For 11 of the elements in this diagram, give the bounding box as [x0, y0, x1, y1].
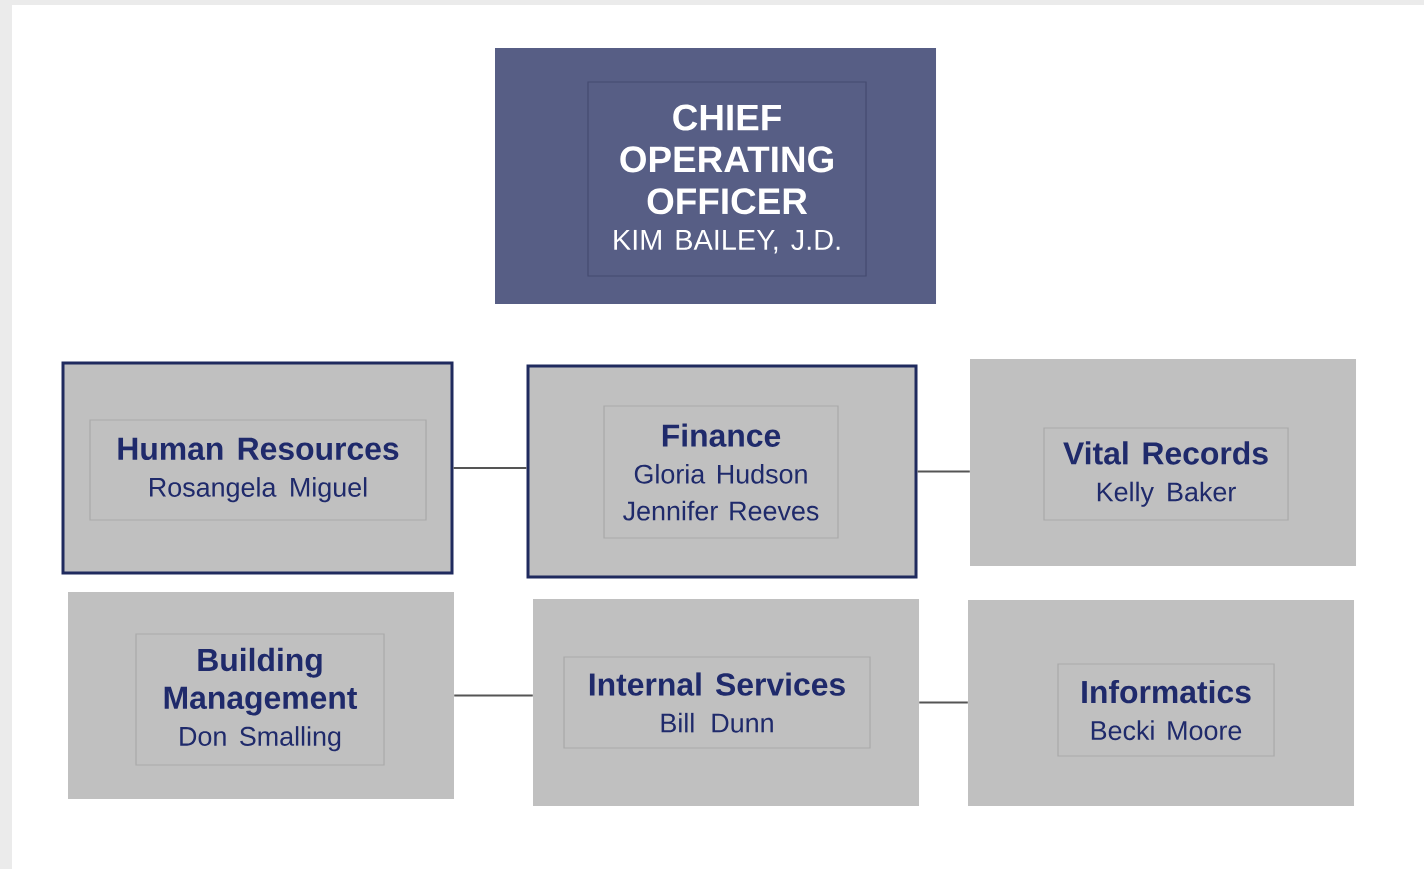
connector-line — [453, 694, 534, 697]
role-box: Informatics Becki Moore — [1057, 663, 1275, 757]
role-box: Building Management Don Smalling — [135, 633, 385, 766]
connector-line — [452, 467, 528, 469]
role-box: Finance Gloria Hudson Jennifer Reeves — [603, 405, 839, 539]
connector-line — [918, 701, 969, 704]
connector-line — [916, 470, 971, 473]
role-box: CHIEF OPERATING OFFICER KIM BAILEY, J.D. — [587, 81, 867, 277]
role-box: Vital Records Kelly Baker — [1043, 427, 1289, 521]
role-box: Internal Services Bill Dunn — [563, 656, 871, 749]
role-box: Human Resources Rosangela Miguel — [89, 419, 427, 521]
